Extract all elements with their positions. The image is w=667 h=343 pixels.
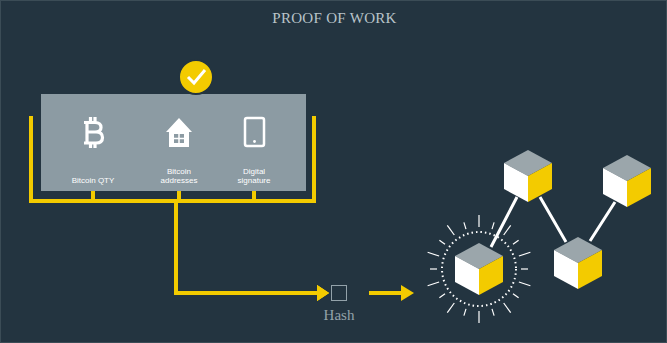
flow-connector — [93, 191, 319, 293]
data-panel — [41, 94, 306, 191]
house-window — [174, 134, 184, 143]
connector-line — [176, 191, 319, 293]
glow-ray — [428, 282, 440, 286]
glow-ray — [439, 294, 445, 298]
glow-ray — [430, 268, 437, 269]
item-label: Bitcoin addresses — [139, 167, 219, 185]
house-icon — [166, 118, 192, 147]
block-cube — [504, 150, 552, 202]
glow-rays — [428, 215, 531, 323]
hash-box: Hash — [331, 285, 347, 301]
glow-ring — [442, 232, 516, 306]
data-item: Bitcoin QTY — [53, 94, 133, 191]
glow-ray — [478, 311, 479, 323]
glow-ray — [504, 303, 511, 313]
check-mark — [188, 70, 205, 83]
tablet-icon — [245, 118, 264, 146]
hash-label: Hash — [324, 307, 355, 324]
glow-ray — [504, 225, 511, 235]
arrowhead — [317, 285, 329, 301]
check-badge — [179, 60, 213, 94]
glow-ray — [519, 252, 531, 256]
glow-ray — [492, 309, 494, 316]
glow-ray — [447, 225, 454, 235]
data-item: Bitcoin addresses — [139, 94, 219, 191]
arrowhead — [317, 285, 329, 301]
arrowhead — [317, 285, 329, 301]
glow-ray — [513, 240, 519, 244]
glow-ray — [447, 303, 454, 313]
glow-ray — [513, 294, 519, 298]
glow-ray — [464, 222, 466, 229]
output-arrow — [369, 291, 403, 295]
chain-link — [491, 197, 615, 247]
glow-ray — [464, 309, 466, 316]
tablet-button — [253, 140, 256, 143]
flow-connector — [176, 191, 319, 293]
glow-ray — [519, 282, 531, 286]
item-label: Digital signature — [214, 167, 294, 185]
glow-ray — [492, 222, 494, 229]
connector-line — [176, 191, 319, 293]
glow-ray — [521, 268, 528, 269]
block-cube — [554, 237, 602, 289]
block-cube — [603, 155, 651, 207]
block-cube — [455, 243, 503, 295]
bitcoin-icon — [84, 117, 103, 148]
house-window-frame — [174, 134, 184, 143]
item-label: Bitcoin QTY — [53, 176, 133, 185]
data-item: Digital signature — [214, 94, 294, 191]
glow-ray — [478, 215, 479, 227]
diagram-title: PROOF OF WORK — [1, 10, 667, 27]
flow-connector — [176, 191, 319, 293]
glow-ray — [428, 252, 440, 256]
output-arrowhead — [401, 285, 414, 301]
connector-line — [93, 191, 319, 293]
glow-ray — [439, 240, 445, 244]
